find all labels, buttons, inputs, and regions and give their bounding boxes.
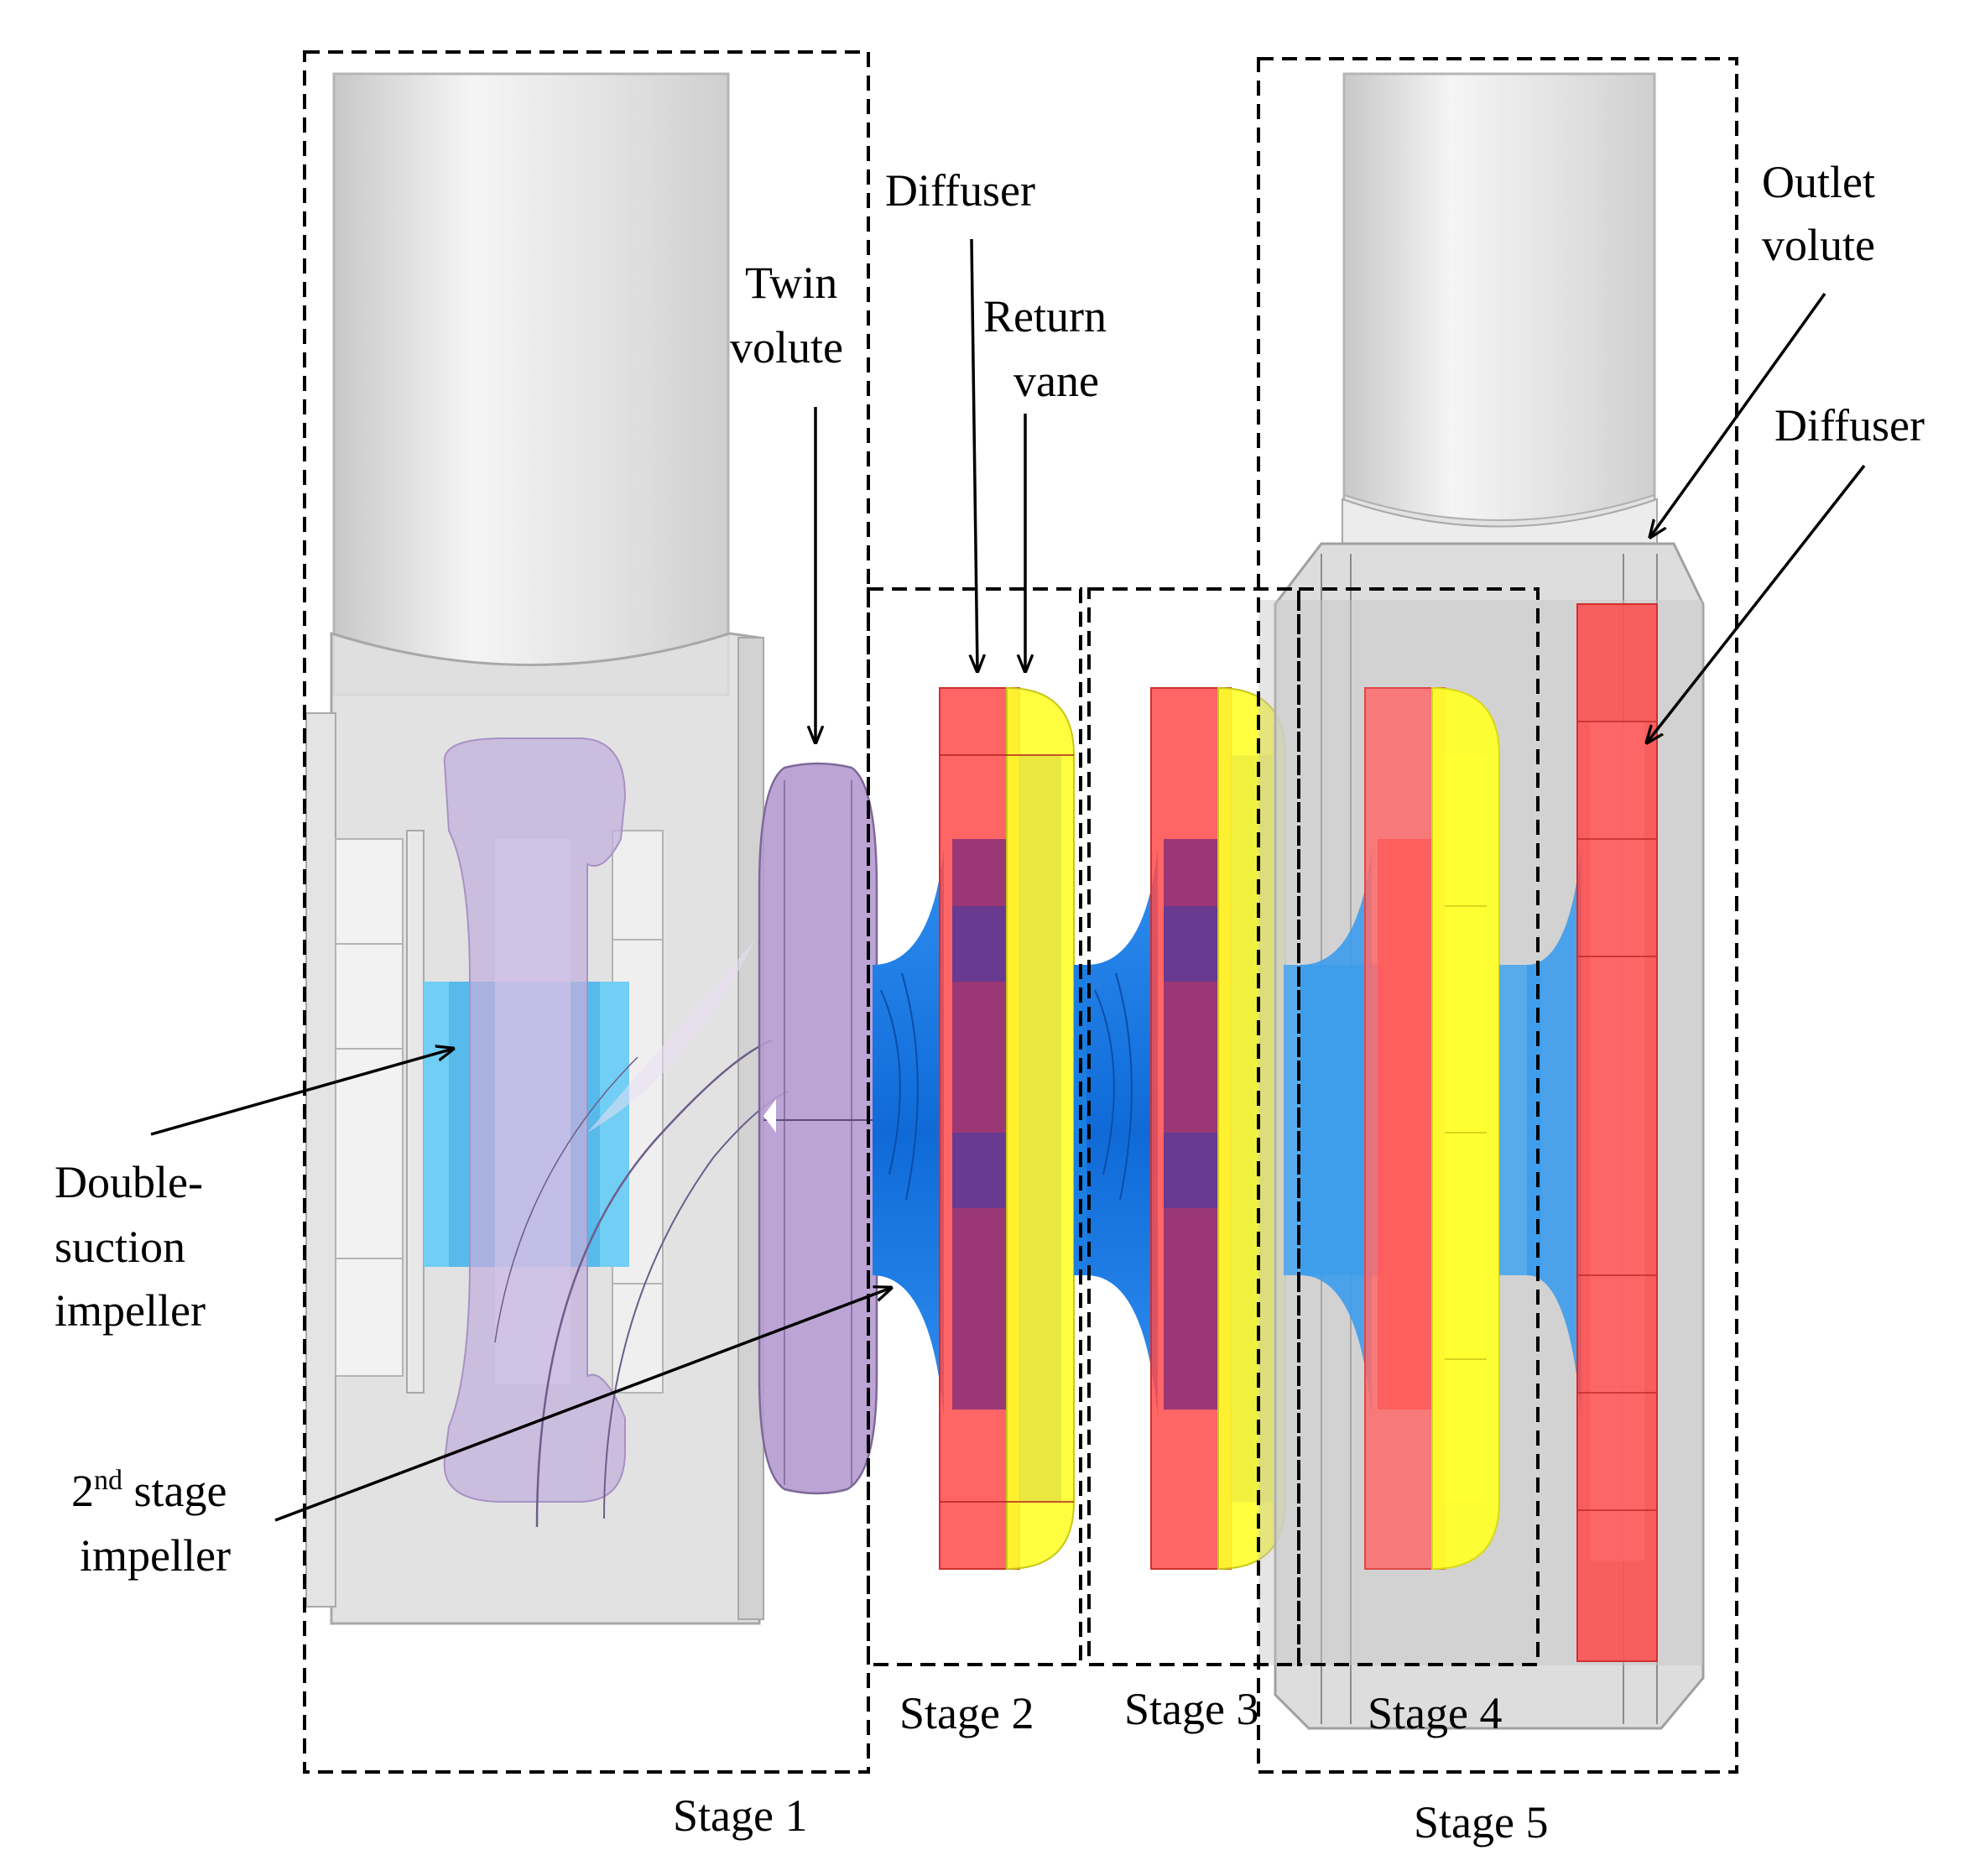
annotation-arrows	[150, 238, 1866, 1522]
casing-flange-left	[305, 712, 336, 1608]
stage5-impeller	[1527, 847, 1581, 1418]
label-diffuser-right: Diffuser	[1774, 400, 1925, 451]
label-second-stage-line2: impeller	[80, 1530, 231, 1581]
stage2-assembly	[873, 686, 1075, 1571]
label-double-suction-line2: suction	[55, 1222, 185, 1272]
arrow-outlet-volute	[1650, 292, 1826, 537]
label-twin-volute-line1: Twin	[745, 258, 837, 308]
stage3-assembly	[1074, 686, 1286, 1571]
stage4-impeller	[1300, 847, 1372, 1418]
stage4-box	[1297, 587, 1540, 1666]
label-diffuser-left: Diffuser	[885, 165, 1035, 216]
stage4-assembly	[1284, 686, 1500, 1571]
stage1-box	[303, 50, 870, 1774]
stage2-box	[867, 587, 1082, 1666]
stage3-box	[1087, 587, 1300, 1666]
stage5-box	[1257, 57, 1738, 1774]
component-labels: Diffuser Twin volute Return vane Outlet …	[55, 157, 1925, 1581]
label-stage-5: Stage 5	[1414, 1797, 1548, 1847]
label-outlet-volute-line1: Outlet	[1762, 157, 1875, 207]
stage-boxes	[303, 50, 1738, 1774]
arrow-diffuser-left	[972, 238, 977, 671]
label-stage-3: Stage 3	[1124, 1684, 1258, 1734]
stage2-impeller	[873, 847, 944, 1418]
outlet-volute	[1342, 498, 1658, 545]
label-double-suction-line3: impeller	[55, 1285, 206, 1336]
stage5-assembly	[1499, 603, 1658, 1662]
inlet-pipe	[332, 72, 730, 696]
label-second-stage-line1: 2nd stage	[71, 1465, 227, 1516]
arrow-double-suction	[150, 1049, 453, 1136]
stage3-impeller	[1086, 847, 1158, 1418]
label-outlet-volute-line2: volute	[1762, 220, 1875, 270]
label-stage-1: Stage 1	[673, 1790, 807, 1841]
arrow-diffuser-right	[1647, 464, 1866, 743]
label-twin-volute-line2: volute	[730, 322, 843, 373]
label-return-vane-line2: vane	[1013, 356, 1099, 406]
stage-labels: Stage 1 Stage 2 Stage 3 Stage 4 Stage 5	[673, 1684, 1548, 1847]
label-return-vane-line1: Return	[983, 291, 1107, 341]
suction-volute	[443, 737, 789, 1528]
twin-volute	[758, 762, 878, 1495]
casing-inner-left	[335, 838, 404, 1377]
arrow-second-stage	[274, 1288, 891, 1522]
label-double-suction-line1: Double-	[55, 1157, 203, 1207]
label-stage-4: Stage 4	[1368, 1688, 1502, 1738]
label-stage-2: Stage 2	[899, 1688, 1034, 1738]
outlet-pipe	[1342, 72, 1656, 545]
